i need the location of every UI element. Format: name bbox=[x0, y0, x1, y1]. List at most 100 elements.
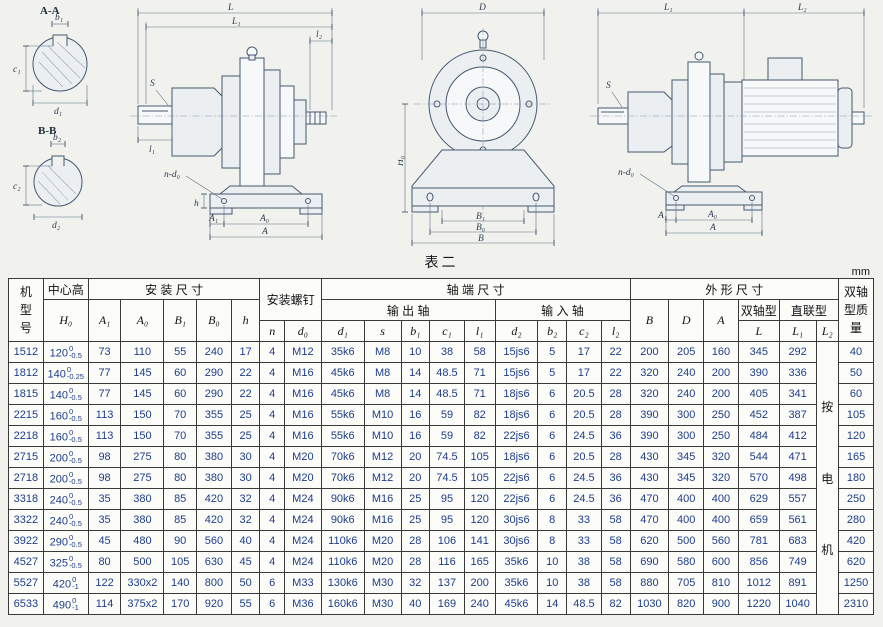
table-cell: 4 bbox=[259, 551, 285, 573]
table-cell: 160k6 bbox=[320, 593, 365, 615]
table-cell: 60 bbox=[163, 362, 198, 384]
table-cell: 28 bbox=[600, 383, 631, 405]
dim-L1-label: L₁ bbox=[231, 17, 241, 27]
table-cell: 45 bbox=[230, 551, 261, 573]
table-cell: 40 bbox=[400, 593, 431, 615]
table-cell: 420 bbox=[838, 530, 874, 552]
table-cell: 320 bbox=[703, 446, 739, 468]
dim-dA-label: A bbox=[709, 223, 716, 233]
table-cell: 5 bbox=[537, 341, 568, 363]
col-header-s: s bbox=[363, 320, 402, 342]
table-cell: 320 bbox=[629, 362, 670, 384]
table-cell: 18js6 bbox=[494, 446, 539, 468]
table-cell: 6 bbox=[537, 467, 568, 489]
table-cell: 45 bbox=[87, 530, 122, 552]
table-cell: 55k6 bbox=[320, 425, 365, 447]
col-header-model: 机型号 bbox=[8, 278, 44, 342]
dim-l2-label: l₂ bbox=[316, 30, 323, 40]
reducer-side-view: L L₁ l₂ S h n-d₀ l₁ A₁ A₀ A bbox=[130, 3, 338, 240]
cell-model: 3322 bbox=[8, 509, 44, 531]
table-cell: 36 bbox=[600, 467, 631, 489]
table-cell: 150 bbox=[120, 425, 165, 447]
cell-model: 3922 bbox=[8, 530, 44, 552]
table-cell: 22 bbox=[230, 362, 261, 384]
table-cell: 10 bbox=[537, 551, 568, 573]
table-cell: 387 bbox=[778, 404, 817, 426]
table-cell: 180 bbox=[838, 467, 874, 489]
table-cell: 74.5 bbox=[429, 467, 465, 489]
table-cell: 920 bbox=[196, 593, 232, 615]
table-cell: M12 bbox=[283, 341, 322, 363]
col-header-a1: A₁ bbox=[87, 299, 122, 342]
table-cell: 300 bbox=[668, 404, 705, 426]
table-cell: 130k6 bbox=[320, 572, 365, 594]
table-cell: 105 bbox=[463, 467, 496, 489]
table-cell: M24 bbox=[283, 488, 322, 510]
table-cell: 250 bbox=[703, 425, 739, 447]
table-cell: 48.5 bbox=[429, 383, 465, 405]
table-cell: 1030 bbox=[629, 593, 670, 615]
cell-l2-note: 按电机 bbox=[815, 341, 840, 615]
table-cell: 570 bbox=[737, 467, 780, 489]
table-cell: 471 bbox=[778, 446, 817, 468]
table-cell: 557 bbox=[778, 488, 817, 510]
table-cell: 800 bbox=[196, 572, 232, 594]
table-cell: 500 bbox=[668, 530, 705, 552]
spec-table: 机型号 中心高 安 装 尺 寸 安装螺钉 轴 端 尺 寸 外 形 尺 寸 双轴型… bbox=[8, 278, 874, 615]
table-cell: 240 bbox=[196, 341, 232, 363]
table-cell: 345 bbox=[737, 341, 780, 363]
table-cell: 250 bbox=[703, 404, 739, 426]
table-cell: 500 bbox=[120, 551, 165, 573]
table-cell: 95 bbox=[429, 509, 465, 531]
col-header-ob1: b₁ bbox=[400, 320, 431, 342]
col-header-mass: 双轴型质量 bbox=[838, 278, 874, 342]
table-cell: 28 bbox=[400, 551, 431, 573]
table-cell: 30js6 bbox=[494, 530, 539, 552]
table-cell: 28 bbox=[600, 446, 631, 468]
table-cell: M20 bbox=[283, 467, 322, 489]
table-cell: 25 bbox=[230, 404, 261, 426]
table-cell: 330x2 bbox=[120, 572, 165, 594]
table-cell: 70 bbox=[163, 425, 198, 447]
table-cell: 110k6 bbox=[320, 551, 365, 573]
table-cell: M20 bbox=[363, 530, 402, 552]
table-cell: 580 bbox=[668, 551, 705, 573]
table-cell: 240 bbox=[668, 383, 705, 405]
table-cell: 290 bbox=[196, 383, 232, 405]
table-cell: 35k6 bbox=[494, 572, 539, 594]
dim-b1-label: b₁ bbox=[55, 13, 63, 23]
table-cell: 1250 bbox=[838, 572, 874, 594]
table-cell: M30 bbox=[363, 572, 402, 594]
table-cell: 4 bbox=[259, 341, 285, 363]
table-cell: 58 bbox=[600, 530, 631, 552]
table-cell: 20.5 bbox=[566, 383, 602, 405]
table-cell: 380 bbox=[120, 488, 165, 510]
table-cell: 98 bbox=[87, 446, 122, 468]
table-cell: 292 bbox=[778, 341, 817, 363]
cell-model: 1815 bbox=[8, 383, 44, 405]
table-cell: 484 bbox=[737, 425, 780, 447]
table-cell: 82 bbox=[463, 404, 496, 426]
table-cell: 120 bbox=[463, 488, 496, 510]
table-cell: M12 bbox=[363, 467, 402, 489]
table-cell: 17 bbox=[566, 341, 602, 363]
reducer-motor-view: L₁ L₂ S n-d₀ A₁ A₀ A bbox=[590, 3, 872, 236]
table-cell: 4 bbox=[259, 467, 285, 489]
table-cell: 82 bbox=[463, 425, 496, 447]
table-cell: 400 bbox=[668, 488, 705, 510]
table-cell: 856 bbox=[737, 551, 780, 573]
table-cell: 36 bbox=[600, 488, 631, 510]
col-header-input-shaft: 输 入 轴 bbox=[494, 299, 631, 321]
table-cell: 38 bbox=[566, 572, 602, 594]
table-cell: 4 bbox=[259, 488, 285, 510]
table-cell: 32 bbox=[230, 488, 261, 510]
table-cell: 25 bbox=[400, 509, 431, 531]
table-cell: 45k6 bbox=[320, 383, 365, 405]
table-cell: 165 bbox=[463, 551, 496, 573]
technical-drawings: A-A b₁ c₁ d₁ B-B b₂ c₂ d₂ L bbox=[0, 0, 883, 248]
